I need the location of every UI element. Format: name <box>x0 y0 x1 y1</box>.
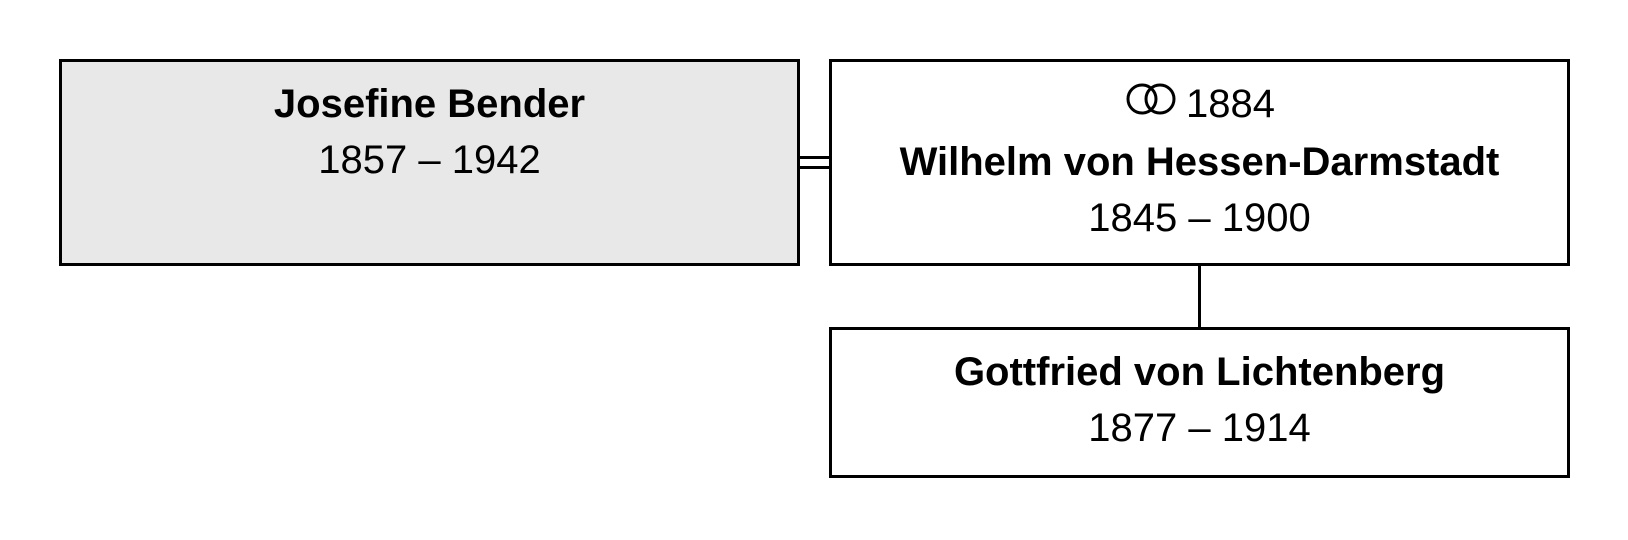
marriage-connector-bottom <box>800 166 829 169</box>
marriage-connector-top <box>800 156 829 159</box>
person-name: Josefine Bender <box>273 82 586 126</box>
person-name: Wilhelm von Hessen-Darmstadt <box>899 140 1500 185</box>
marriage-year: 1884 <box>1186 82 1275 126</box>
person-box-wilhelm-von-hessen-darmstadt[interactable]: 1884 Wilhelm von Hessen-Darmstadt 1845 –… <box>829 59 1570 266</box>
person-box-gottfried-von-lichtenberg[interactable]: Gottfried von Lichtenberg 1877 – 1914 <box>829 327 1570 478</box>
person-name: Gottfried von Lichtenberg <box>953 350 1446 394</box>
person-box-josefine-bender[interactable]: Josefine Bender 1857 – 1942 <box>59 59 800 266</box>
person-dates: 1877 – 1914 <box>1088 406 1311 450</box>
marriage-info: 1884 <box>832 76 1567 134</box>
parent-child-connector <box>1198 266 1201 327</box>
person-dates: 1845 – 1900 <box>1088 196 1311 241</box>
marriage-rings-icon <box>1124 75 1178 131</box>
person-dates: 1857 – 1942 <box>318 138 541 182</box>
